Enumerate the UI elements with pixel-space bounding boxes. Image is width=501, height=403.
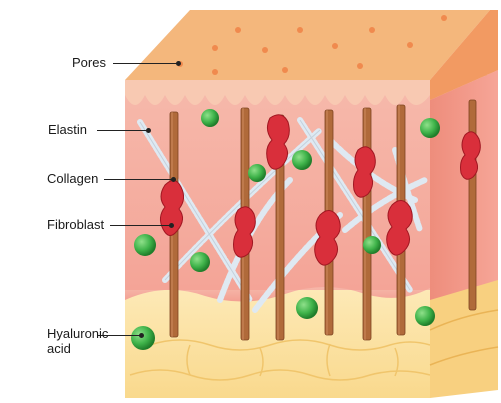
pores-leader-line	[113, 63, 179, 64]
label-pores: Pores	[72, 55, 106, 70]
skin-top-surface	[125, 10, 490, 80]
label-elastin: Elastin	[48, 122, 87, 137]
label-hyaluronic-acid: Hyaluronic acid	[47, 326, 117, 356]
elastin-leader-dot	[146, 128, 151, 133]
label-fibroblast: Fibroblast	[47, 217, 104, 232]
label-collagen: Collagen	[47, 171, 98, 186]
elastin-leader-line	[97, 130, 149, 131]
hyaluronic-acid-leader-dot	[139, 333, 144, 338]
fibroblast-leader-dot	[169, 223, 174, 228]
collagen-leader-line	[104, 179, 174, 180]
fibroblast-leader-line	[110, 225, 172, 226]
pores-leader-dot	[176, 61, 181, 66]
collagen-leader-dot	[171, 177, 176, 182]
hypodermis-side	[430, 280, 498, 398]
